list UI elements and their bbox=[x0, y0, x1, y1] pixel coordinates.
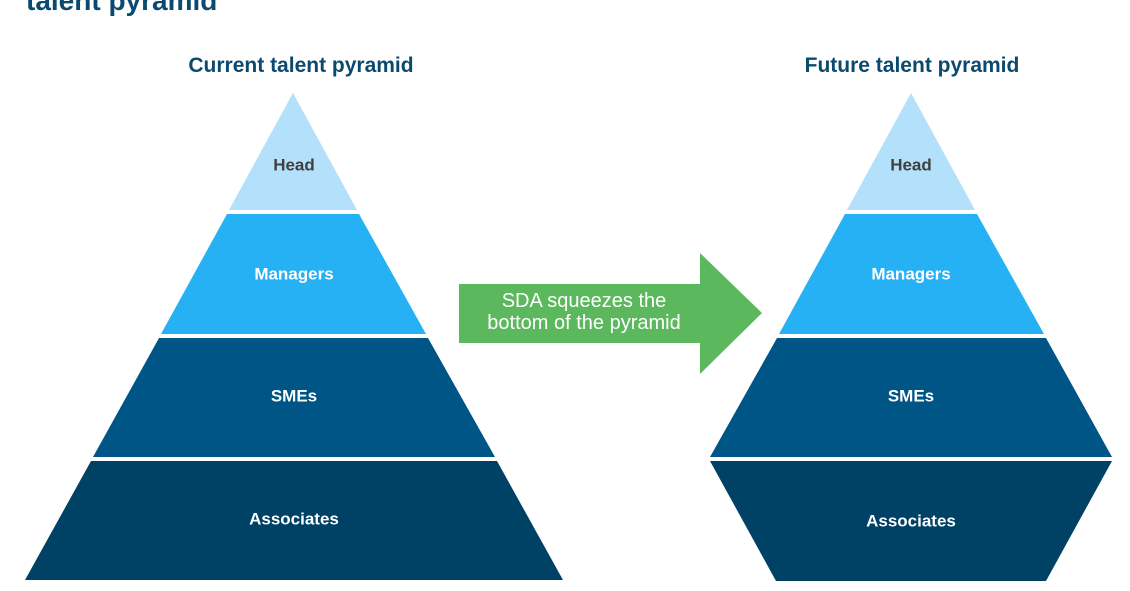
current-smes-tier bbox=[93, 338, 495, 457]
future-associates-tier bbox=[710, 461, 1112, 581]
arrow-text-line2: bottom of the pyramid bbox=[487, 312, 680, 334]
current-head-label: Head bbox=[273, 155, 315, 174]
future-smes-tier bbox=[710, 338, 1112, 457]
arrow-text-line1: SDA squeezes the bbox=[502, 290, 667, 312]
transition-arrow: SDA squeezes the bottom of the pyramid bbox=[459, 253, 762, 374]
arrow-shape bbox=[459, 253, 762, 374]
future-managers-label: Managers bbox=[871, 264, 950, 283]
current-pyramid: Head Managers SMEs Associates bbox=[25, 93, 563, 580]
future-smes-label: SMEs bbox=[888, 386, 934, 405]
current-head-tier bbox=[229, 93, 357, 210]
future-pyramid-heading: Future talent pyramid bbox=[804, 54, 1020, 77]
current-managers-tier bbox=[161, 214, 426, 334]
future-managers-tier bbox=[779, 214, 1044, 334]
future-head-tier bbox=[847, 93, 975, 210]
current-managers-label: Managers bbox=[254, 264, 333, 283]
future-pyramid: Head Managers SMEs Associates bbox=[710, 93, 1112, 581]
future-head-label: Head bbox=[890, 155, 932, 174]
current-smes-label: SMEs bbox=[271, 386, 317, 405]
current-associates-tier bbox=[25, 461, 563, 580]
current-associates-label: Associates bbox=[249, 509, 339, 528]
future-associates-label: Associates bbox=[866, 511, 956, 530]
current-pyramid-heading: Current talent pyramid bbox=[188, 54, 414, 77]
slide-title: talent pyramid bbox=[26, 0, 218, 16]
